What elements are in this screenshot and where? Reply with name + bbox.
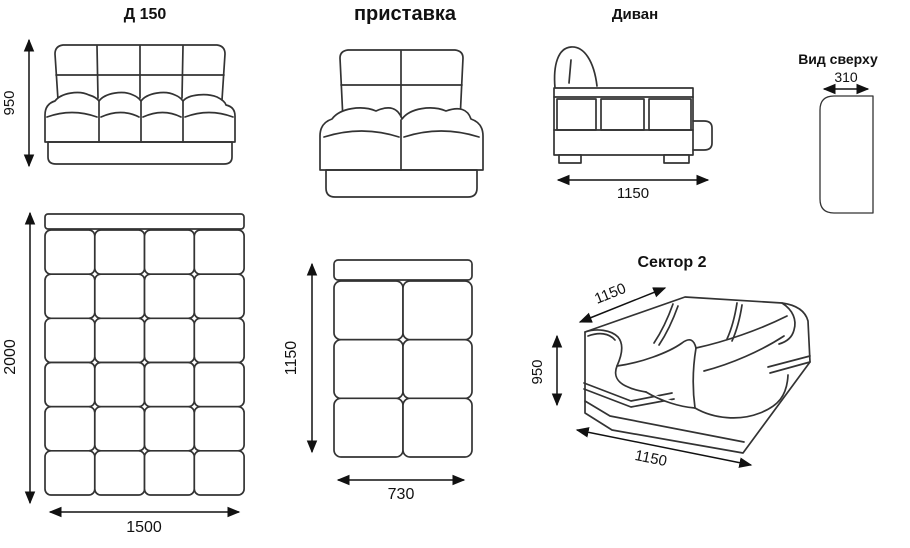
- divan-title: Диван: [611, 6, 659, 23]
- top-view-width-label: 310: [834, 69, 858, 85]
- bed-head-strip: [44, 213, 245, 230]
- divan-length-dimension: 1150: [556, 174, 710, 202]
- pristavka-width-dimension: 730: [336, 474, 466, 503]
- pristavka-length-label: 1150: [283, 341, 300, 376]
- pristavka-sofa-sketch: [319, 49, 484, 198]
- pristavka-front-view-drawing: [319, 49, 484, 198]
- bed-length-label: 2000: [2, 339, 19, 375]
- sector2-height-dimension: 950: [529, 334, 563, 407]
- top-view-width-dimension: 310: [822, 69, 870, 95]
- d150-height-dimension: 950: [1, 38, 35, 168]
- bed-unfolded-drawing: 2000 1500: [2, 211, 245, 536]
- pristavka-grid-cells: [333, 280, 473, 458]
- top-view-drawing: 310: [819, 69, 874, 214]
- sector2-height-label: 950: [529, 359, 546, 384]
- pristavka-length-dimension: 1150: [283, 262, 318, 454]
- sector2-3d-drawing: 1150 950 1150: [529, 280, 811, 470]
- pristavka-unfolded-drawing: 1150 730: [283, 259, 473, 503]
- top-view-title: Вид сверху: [798, 51, 878, 67]
- d150-front-view-drawing: 950: [1, 38, 236, 168]
- bed-width-dimension: 1500: [48, 506, 241, 536]
- pristavka-title: приставка: [353, 3, 457, 25]
- bed-grid-cells: [44, 229, 245, 496]
- bed-length-dimension: 2000: [2, 211, 36, 505]
- top-view-shape: [819, 95, 874, 214]
- pristavka-width-label: 730: [388, 486, 415, 503]
- sector2-depth-dimension: 1150: [578, 280, 667, 323]
- sector2-sofa-sketch: [583, 296, 811, 454]
- divan-length-label: 1150: [617, 185, 649, 202]
- sector2-width-label: 1150: [633, 447, 668, 470]
- divan-sofa-sketch: [553, 46, 713, 164]
- d150-sofa-sketch: [44, 44, 236, 165]
- pristavka-head-strip: [333, 259, 473, 281]
- sector2-title: Сектор 2: [637, 254, 707, 271]
- sector2-depth-label: 1150: [592, 280, 628, 308]
- d150-title: Д 150: [123, 6, 167, 23]
- bed-width-label: 1500: [126, 519, 162, 536]
- d150-height-label: 950: [1, 90, 18, 115]
- sector2-width-dimension: 1150: [575, 427, 753, 470]
- divan-side-view-drawing: 1150: [553, 46, 713, 202]
